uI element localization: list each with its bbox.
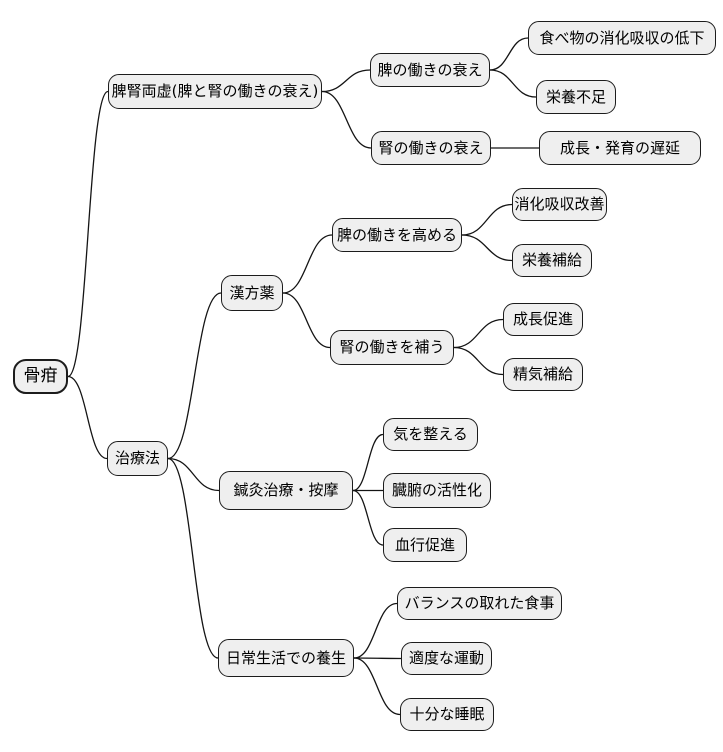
edge-daily-care-to-sufficient-sleep <box>353 657 401 716</box>
node-sufficient-sleep: 十分な睡眠 <box>400 698 494 731</box>
node-moderate-exercise: 適度な運動 <box>401 642 492 675</box>
edge-support-kidney-to-essence-supply <box>453 346 504 376</box>
node-digestion-absorption-improvement: 消化吸収改善 <box>512 188 607 221</box>
node-balanced-diet: バランスの取れた食事 <box>397 587 562 620</box>
edge-root-to-spleen-kidney-deficiency <box>67 90 109 378</box>
edge-boost-spleen-to-nutrition-supply <box>461 234 513 262</box>
node-regulate-qi: 気を整える <box>383 418 478 451</box>
node-spleen-kidney-deficiency: 脾腎両虚(脾と腎の働きの衰え) <box>108 74 322 109</box>
edge-daily-care-to-balanced-diet <box>353 602 398 659</box>
edge-acupuncture-to-blood-circulation <box>352 489 384 546</box>
node-blood-circulation-promotion: 血行促進 <box>383 528 467 562</box>
node-spleen-function-decline: 脾の働きの衰え <box>370 53 490 87</box>
edge-kampo-to-boost-spleen <box>282 234 333 294</box>
edge-deficiency-to-kidney-decline <box>321 90 372 149</box>
node-kidney-function-decline: 腎の働きの衰え <box>371 131 491 165</box>
edge-treatment-to-daily-care <box>167 457 219 659</box>
edge-deficiency-to-spleen-decline <box>321 69 371 93</box>
node-kampo-medicine: 漢方薬 <box>221 275 283 311</box>
edge-treatment-to-kampo <box>167 292 222 460</box>
node-acupuncture-massage: 鍼灸治療・按摩 <box>219 471 353 510</box>
node-essence-supplement: 精気補給 <box>503 358 583 391</box>
node-daily-life-care: 日常生活での養生 <box>218 639 354 677</box>
node-malnutrition: 栄養不足 <box>536 80 616 114</box>
edge-support-kidney-to-growth-promotion <box>453 318 504 349</box>
edge-root-to-treatment-methods <box>67 375 108 460</box>
node-support-kidney-function: 腎の働きを補う <box>330 330 454 365</box>
edge-boost-spleen-to-digestion-improve <box>461 203 513 236</box>
node-organ-activation: 臓腑の活性化 <box>383 473 491 508</box>
node-nutrition-supplement: 栄養補給 <box>512 244 592 277</box>
edge-spleen-decline-to-digestion-drop <box>489 37 529 71</box>
node-boost-spleen-function: 脾の働きを高める <box>332 218 462 252</box>
node-food-digestion-absorption-decline: 食べ物の消化吸収の低下 <box>528 21 716 55</box>
edge-daily-care-to-moderate-exercise <box>353 657 402 660</box>
edge-kampo-to-support-kidney <box>282 292 331 349</box>
node-growth-promotion: 成長促進 <box>503 303 583 336</box>
edge-spleen-decline-to-malnutrition <box>489 69 537 98</box>
node-growth-development-delay: 成長・発育の遅延 <box>539 131 701 165</box>
edge-treatment-to-acupuncture <box>167 457 220 492</box>
node-root-bone-gan: 骨疳 <box>13 359 68 394</box>
node-treatment-methods: 治療法 <box>107 441 168 476</box>
edge-acupuncture-to-regulate-qi <box>352 433 384 492</box>
